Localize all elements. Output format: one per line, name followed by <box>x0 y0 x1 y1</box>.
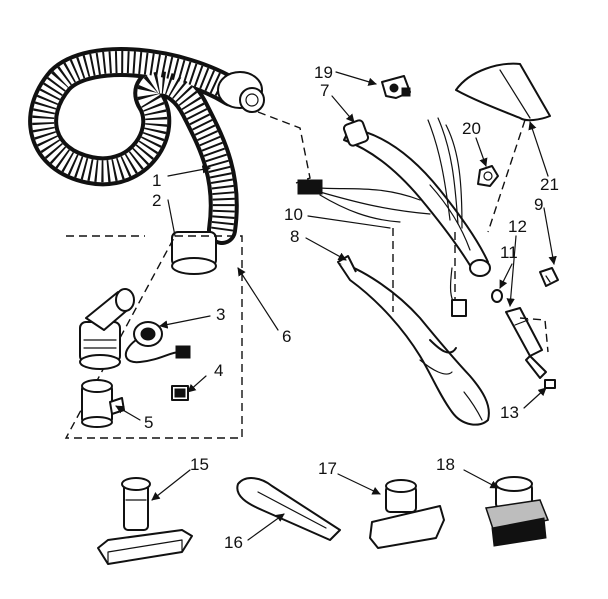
bracket-9 <box>539 267 559 287</box>
clip-part <box>171 385 189 401</box>
handle-lower <box>337 255 490 426</box>
guide-hose-handle <box>257 111 311 184</box>
wire-harness <box>125 321 191 364</box>
callout-12: 12 <box>508 217 527 236</box>
callout-2: 2 <box>152 191 161 210</box>
crevice-tool-16 <box>236 477 341 541</box>
callout-10: 10 <box>284 205 303 224</box>
callout-4: 4 <box>214 361 223 380</box>
callout-13: 13 <box>500 403 519 422</box>
callout-20: 20 <box>462 119 481 138</box>
hose-cuff-top <box>217 71 265 113</box>
upholstery-tool-17 <box>369 479 445 549</box>
assembly-box-2 <box>64 235 243 439</box>
callout-7: 7 <box>320 81 329 100</box>
cap-21 <box>455 62 551 122</box>
guide-12 <box>519 317 549 353</box>
clip-19 <box>381 75 411 99</box>
callout-labels: 1 2 3 4 5 6 7 8 9 10 11 12 13 15 16 17 1… <box>144 63 559 552</box>
handle-upper <box>342 117 491 317</box>
callout-16: 16 <box>224 533 243 552</box>
callout-6: 6 <box>282 327 291 346</box>
leader-lines <box>115 71 557 541</box>
hose-assembly <box>28 47 265 275</box>
callout-8: 8 <box>290 227 299 246</box>
guide-21 <box>487 119 526 233</box>
callout-19: 19 <box>314 63 333 82</box>
callout-5: 5 <box>144 413 153 432</box>
callout-18: 18 <box>436 455 455 474</box>
coupling-part <box>81 379 125 428</box>
callout-21: 21 <box>540 175 559 194</box>
wire-leads <box>297 179 431 223</box>
screw-13 <box>544 379 556 389</box>
callout-15: 15 <box>190 455 209 474</box>
nut-20 <box>477 165 499 187</box>
swivel-elbow <box>79 288 135 370</box>
floor-tool-15 <box>97 477 193 565</box>
callout-1: 1 <box>152 171 161 190</box>
dust-brush-18 <box>485 476 550 547</box>
callout-3: 3 <box>216 305 225 324</box>
callout-17: 17 <box>318 459 337 478</box>
callout-9: 9 <box>534 195 543 214</box>
hose-cuff-bottom <box>171 231 217 275</box>
ring-11 <box>491 289 503 303</box>
callout-11: 11 <box>500 243 518 262</box>
tube-12 <box>505 307 547 379</box>
